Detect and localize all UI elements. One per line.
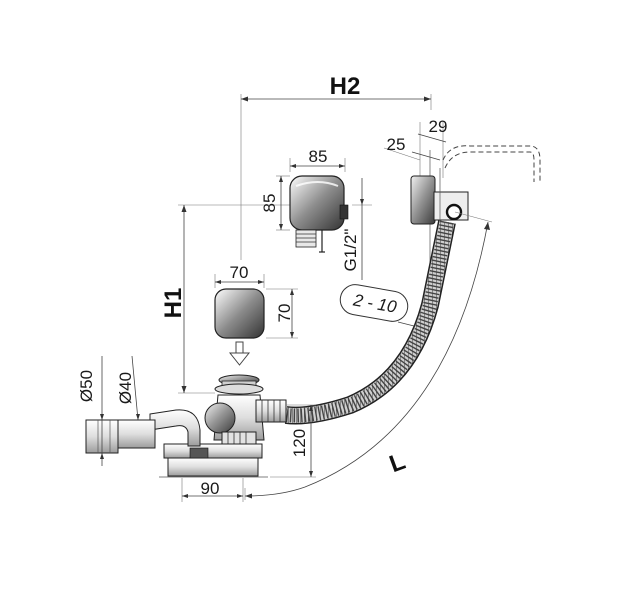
dimension-l: L <box>244 221 490 500</box>
drain-height-dimension: 120 <box>270 404 316 478</box>
dimension-h2: H2 <box>240 73 432 260</box>
drain-body <box>159 374 287 478</box>
down-arrow-icon <box>228 341 251 366</box>
overflow-cap <box>289 175 345 231</box>
outlet-d40-label: Ø40 <box>116 372 135 404</box>
offset-25-label: 25 <box>387 135 406 154</box>
overflow-head: 85 85 <box>260 147 349 253</box>
cap-width-label: 70 <box>230 263 249 282</box>
offset-29-label: 29 <box>429 117 448 136</box>
h2-label: H2 <box>330 73 361 100</box>
h1-label: H1 <box>160 288 187 319</box>
drain-height-label: 120 <box>290 429 309 457</box>
cap-plate <box>214 288 265 339</box>
drain-offset-label: 90 <box>201 479 220 498</box>
overflow-width-label: 85 <box>309 147 328 166</box>
outlet-d50-label: Ø50 <box>77 370 96 402</box>
flexible-hose <box>284 220 456 425</box>
outlet-pipe <box>85 409 201 454</box>
overflow-side-view: 25 29 <box>383 117 541 330</box>
wall-thickness-dimension: 2 - 10 <box>339 284 415 327</box>
l-label: L <box>386 448 409 478</box>
thread-label: G1/2" <box>341 229 360 272</box>
drain-offset-dimension: 90 <box>181 478 244 502</box>
thread-dimension: G1/2" <box>341 178 372 280</box>
overflow-height-label: 85 <box>260 194 279 213</box>
dimension-h1: H1 <box>160 204 300 394</box>
cap-height-label: 70 <box>275 304 294 323</box>
waste-cap: 70 70 <box>214 263 298 366</box>
outlet-diameter-dims: Ø50 Ø40 <box>77 355 140 466</box>
